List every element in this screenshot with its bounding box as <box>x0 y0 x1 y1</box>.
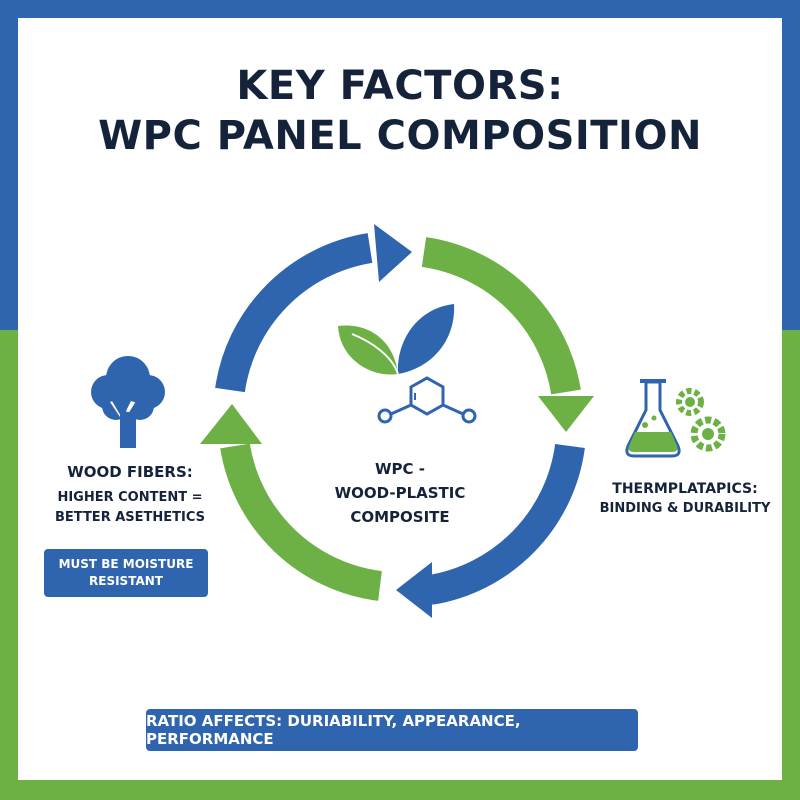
tree-icon <box>91 356 165 448</box>
wood-fibers-heading: WOOD FIBERS: <box>67 463 193 481</box>
page-title-line-2: WPC PANEL COMPOSITION <box>98 113 702 159</box>
leaves-icon <box>338 304 455 375</box>
moisture-note-badge: MUST BE MOISTURE RESISTANT <box>44 549 208 597</box>
wood-fibers-line-1: HIGHER CONTENT = <box>57 490 203 505</box>
cycle-arrow-top-right <box>421 237 594 432</box>
cycle-arrow-bottom-right <box>396 443 585 618</box>
center-label-line-1: WPC - <box>375 460 425 478</box>
wood-fibers-line-2: BETTER ASETHETICS <box>54 510 206 525</box>
ratio-footer-badge: RATIO AFFECTS: DURIABILITY, APPEARANCE, … <box>146 709 638 751</box>
cycle-arrow-bottom-left <box>200 404 383 601</box>
center-label-line-2: WOOD-PLASTIC <box>334 484 466 502</box>
cycle-arrow-top-left <box>215 224 412 393</box>
flask-gears-icon <box>625 379 726 458</box>
thermoplastics-heading: THERMPLATAPICS: <box>612 481 758 497</box>
wood-fibers-description: HIGHER CONTENT = BETTER ASETHETICS <box>40 488 220 528</box>
page-title-line-1: KEY FACTORS: <box>236 63 564 109</box>
center-label: WPC - WOOD-PLASTIC COMPOSITE <box>310 457 490 529</box>
center-label-line-3: COMPOSITE <box>350 508 450 526</box>
thermoplastics-description: BINDING & DURABILITY <box>599 501 771 516</box>
molecule-icon <box>377 376 477 424</box>
